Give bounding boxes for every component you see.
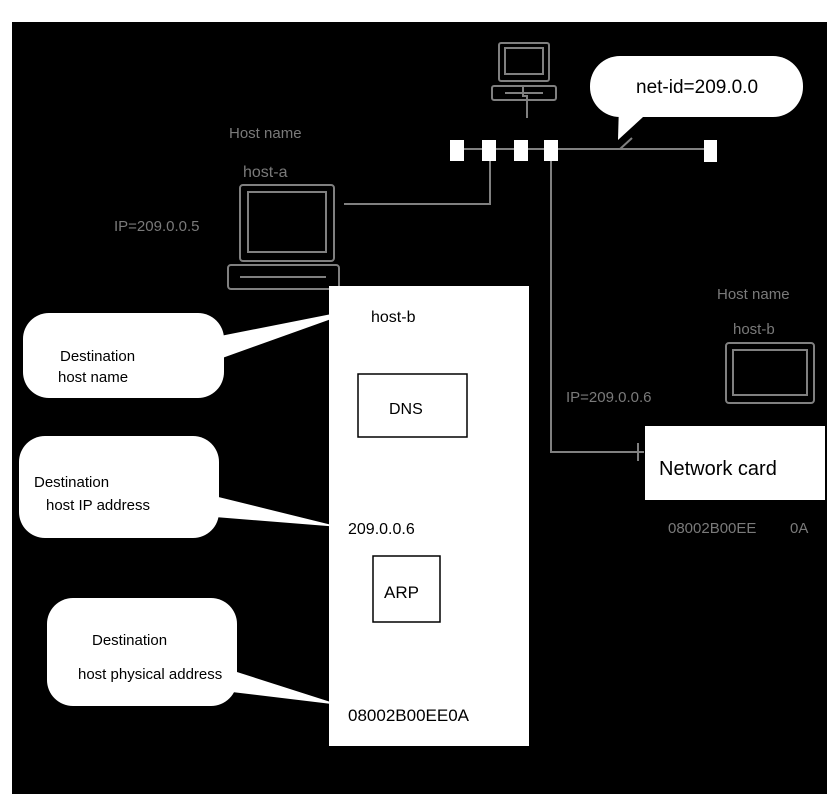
host-b-name-label: Host name [717,286,790,303]
callout-ip-line1: Destination [34,474,109,491]
resolver-physical-address: 08002B00EE0A [348,706,470,725]
hub-port [450,140,464,161]
hub-port [514,140,528,161]
network-terminator [704,140,717,162]
host-b-mac: 08002B00EE [668,520,756,537]
arp-label: ARP [384,583,419,602]
host-a-ip: IP=209.0.0.5 [114,218,200,235]
hub-port [482,140,496,161]
ip-address-callout: Destination host IP address [19,436,340,538]
callout-physical-line2: host physical address [78,666,222,683]
resolver-panel [329,286,529,746]
callout-physical-line1: Destination [92,632,167,649]
host-b-mac-suffix: 0A [790,520,808,537]
callout-host-name-line1: Destination [60,348,135,365]
resolver-host-name: host-b [371,309,416,326]
dns-box [357,373,468,438]
host-b-ip: IP=209.0.0.6 [566,389,652,406]
network-card-box [645,426,825,500]
host-a-name-label: Host name [229,125,302,142]
net-id-callout: net-id=209.0.0 [590,56,803,140]
physical-address-callout: Destination host physical address [47,598,340,706]
computer-icon [491,42,557,101]
network-wiring [344,86,710,461]
callout-ip-line2: host IP address [46,497,150,514]
callout-host-name-line2: host name [58,369,128,386]
host-b-name: host-b [733,321,775,338]
hub-port [544,140,558,161]
arp-box [372,555,441,623]
computer-icon [227,184,340,290]
net-id-label: net-id=209.0.0 [636,77,758,98]
dns-label: DNS [389,401,423,418]
network-card-label: Network card [659,458,777,480]
computer-icon [725,342,815,404]
resolver-ip-address: 209.0.0.6 [348,521,415,538]
host-a-name: host-a [243,164,288,181]
network-hub [450,140,717,162]
host-name-callout: Destination host name [23,308,362,398]
